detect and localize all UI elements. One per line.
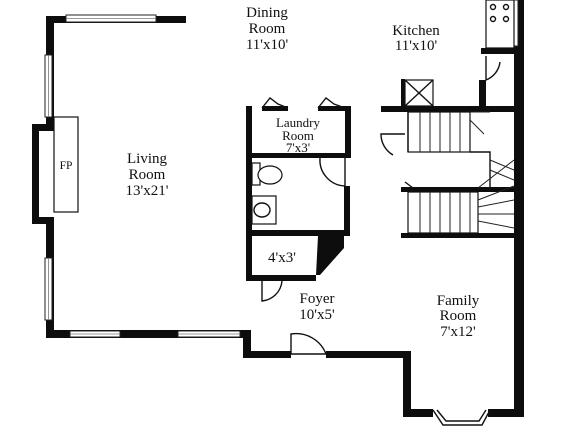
laundry-room-size: 7'x3' <box>286 140 310 155</box>
laundry-room-label-line1: Laundry <box>276 115 321 130</box>
family-room-label-line1: Family <box>437 293 480 309</box>
stairs <box>380 111 515 234</box>
dining-room-label-line2: Room <box>249 21 286 37</box>
sink <box>251 195 277 225</box>
living-room-label-line2: Room <box>129 167 166 183</box>
room-labels: Dining Room 11'x10' Kitchen 11'x10' Laun… <box>126 5 480 340</box>
closet-size: 4'x3' <box>268 250 296 266</box>
living-room-size: 13'x21' <box>126 183 169 199</box>
closet-door <box>261 280 283 302</box>
front-door <box>290 332 327 355</box>
laundry-doors <box>261 97 346 109</box>
windows <box>44 0 519 426</box>
bay-window <box>432 409 491 426</box>
foyer-size: 10'x5' <box>299 307 335 323</box>
bathroom <box>251 157 346 225</box>
family-room-size: 7'x12' <box>440 324 476 340</box>
family-room-label-line2: Room <box>440 308 477 324</box>
living-room-label-line1: Living <box>127 151 167 167</box>
fireplace-label: FP <box>60 160 73 172</box>
toilet <box>257 165 283 185</box>
kitchen-size: 11'x10' <box>395 38 438 54</box>
laundry-room-label-line2: Room <box>282 128 314 143</box>
fireplace: FP <box>53 116 79 213</box>
kitchen-label: Kitchen <box>392 23 440 39</box>
dining-room-label-line1: Dining <box>246 5 288 21</box>
foyer-label: Foyer <box>300 291 335 307</box>
kitchen-appliances <box>404 0 515 107</box>
dining-room-size: 11'x10' <box>246 37 289 53</box>
